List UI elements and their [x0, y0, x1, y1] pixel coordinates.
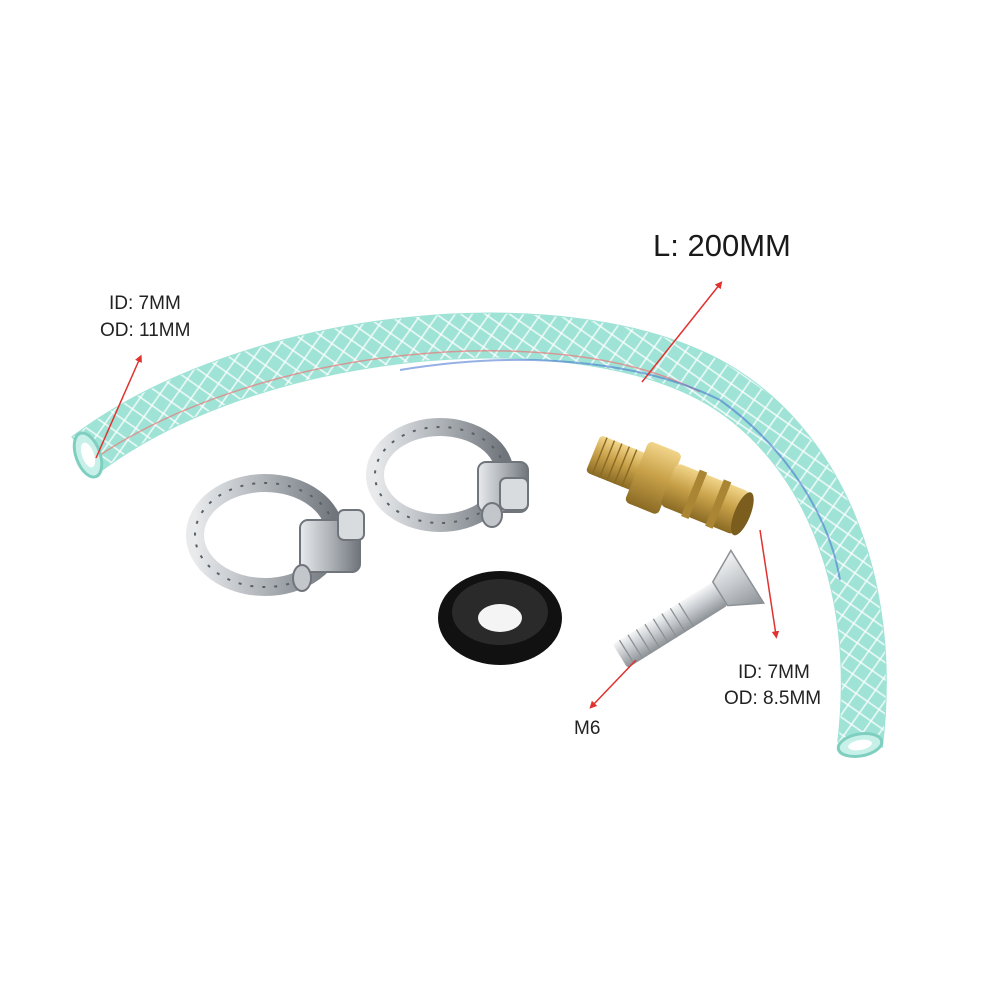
hose-clamp-image: [186, 474, 365, 596]
fitting-diameter-arrow: [759, 529, 780, 639]
hose-image: [71, 312, 887, 758]
rubber-washer-image: [438, 571, 562, 665]
hose-clamp-image: [366, 418, 529, 532]
annotation-arrows: [95, 281, 780, 709]
brass-fitting-image: [586, 436, 754, 536]
hose-diameter-arrow: [95, 354, 142, 459]
hose-id-label: ID: 7MM: [109, 293, 181, 314]
fitting-id-label: ID: 7MM: [738, 662, 810, 683]
bolt-image: [613, 549, 766, 667]
bolt-size-arrow: [589, 659, 637, 709]
hose-od-label: OD: 11MM: [100, 320, 191, 341]
length-arrow: [641, 281, 723, 383]
length-label: L: 200MM: [653, 228, 791, 263]
fitting-od-label: OD: 8.5MM: [724, 688, 822, 709]
bolt-size-label: M6: [574, 718, 601, 739]
